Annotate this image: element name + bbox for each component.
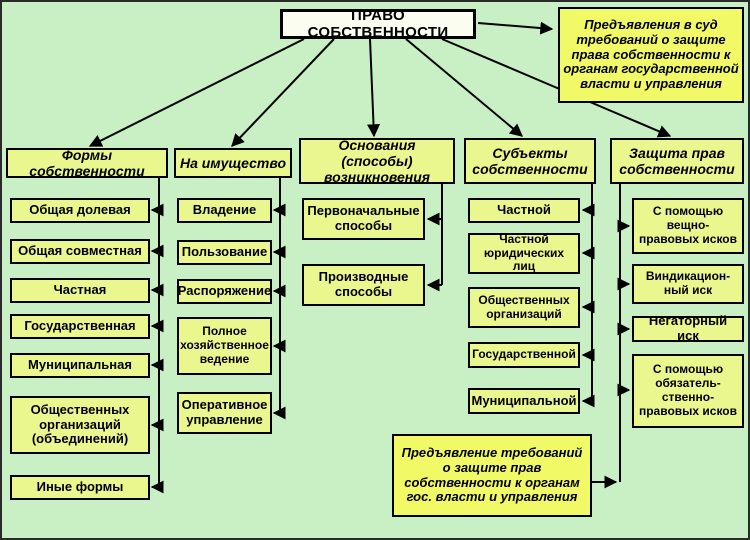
- item-box: Частной юридических лиц: [468, 232, 580, 274]
- item-box: Первоначальные способы: [302, 198, 425, 240]
- item-box: Частная: [10, 278, 150, 303]
- item-box: Пользование: [177, 240, 272, 265]
- arrow-title-to-subjects: [405, 38, 523, 137]
- item-box: С помощью вещно-правовых исков: [632, 198, 744, 254]
- item-box: Общая долевая: [10, 198, 150, 223]
- column-header-forms: Формы собственности: [6, 147, 168, 179]
- item-box: Иные формы: [10, 475, 150, 500]
- column-header-subjects: Субъекты собственности: [464, 138, 596, 184]
- fan-arrows: [88, 21, 672, 147]
- item-box: Муниципальная: [10, 353, 150, 378]
- title-box: ПРАВО СОБСТВЕННОСТИ: [280, 7, 476, 41]
- item-box: Государственная: [10, 314, 150, 339]
- arrow-title-to-protection: [441, 38, 672, 138]
- column-forms-connectors: [150, 178, 164, 494]
- item-box: Полное хозяйственное ведение: [177, 317, 272, 375]
- claim-bottom-note: Предъявление требований о защите прав со…: [392, 434, 592, 517]
- item-box: Общественных организаций: [468, 287, 580, 328]
- item-box: С помощью обязатель-ственно-правовых иск…: [632, 354, 744, 428]
- arrow-title-to-forms: [88, 38, 305, 147]
- column-header-property: На имущество: [174, 148, 292, 178]
- item-box: Виндикацион-ный иск: [632, 264, 744, 304]
- item-box: Общая совместная: [10, 239, 150, 264]
- column-protection-connectors: [592, 184, 631, 489]
- item-box: Распоряжение: [177, 279, 272, 304]
- column-header-protection: Защита прав собственности: [610, 138, 744, 184]
- item-box: Государственной: [468, 342, 580, 368]
- column-grounds-connectors: [426, 184, 443, 292]
- item-box: Муниципальной: [468, 388, 580, 414]
- item-box: Общественных организаций (объединений): [10, 396, 150, 454]
- column-header-grounds: Основания (способы) возникновения: [299, 137, 455, 185]
- item-box: Негаторный иск: [632, 313, 744, 343]
- arrow-title-to-grounds: [367, 38, 381, 138]
- item-box: Производные способы: [302, 264, 425, 306]
- arrow-title-to-property: [231, 38, 335, 147]
- court-claim-note: Предъявления в суд требований о защите п…: [558, 7, 744, 103]
- item-box: Частной: [468, 198, 580, 223]
- item-box: Владение: [177, 198, 272, 223]
- column-property-connectors: [272, 178, 286, 420]
- item-box: Оперативное управление: [177, 392, 272, 434]
- column-subjects-connectors: [581, 184, 595, 408]
- arrow-title-to-court-note: [477, 21, 554, 35]
